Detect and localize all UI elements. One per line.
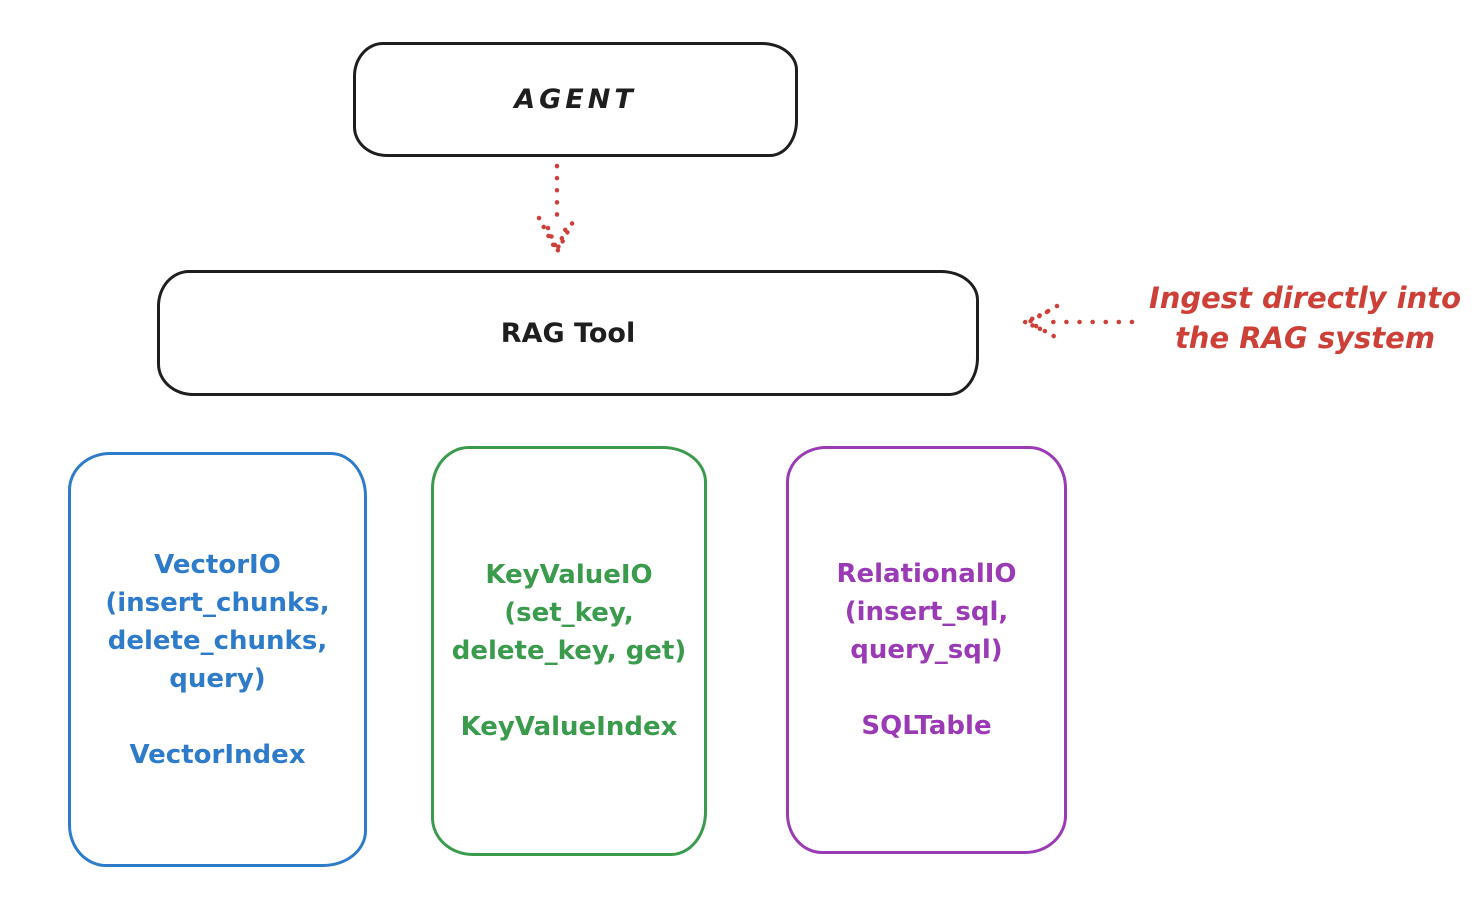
rag-tool-node: RAG Tool <box>157 270 979 396</box>
keyvalue-io-index-label: KeyValueIndex <box>460 712 678 742</box>
rag-tool-node-label: RAG Tool <box>500 317 636 349</box>
dotted-down-arrow-icon <box>536 163 578 255</box>
vector-io-methods-line1: (insert_chunks, <box>105 587 330 618</box>
ingest-annotation: Ingest directly into the RAG system <box>1130 278 1480 358</box>
vector-io-node-text: VectorIO (insert_chunks, delete_chunks, … <box>105 546 329 774</box>
keyvalue-io-methods-line1: (set_key, <box>504 598 634 628</box>
keyvalue-io-node: KeyValueIO (set_key, delete_key, get) Ke… <box>431 446 707 856</box>
keyvalue-io-title: KeyValueIO <box>485 560 653 590</box>
keyvalue-io-methods-line2: delete_key, get) <box>451 636 687 666</box>
relational-io-title: RelationalIO <box>836 559 1017 589</box>
vector-io-node: VectorIO (insert_chunks, delete_chunks, … <box>68 452 367 867</box>
relational-io-methods-line2: query_sql) <box>850 635 1003 665</box>
relational-io-node: RelationalIO (insert_sql, query_sql) SQL… <box>786 446 1067 854</box>
relational-io-spacer <box>836 669 1016 707</box>
vector-io-index-label: VectorIndex <box>129 739 306 770</box>
vector-io-title: VectorIO <box>154 549 281 580</box>
relational-io-methods-line1: (insert_sql, <box>844 597 1009 627</box>
relational-io-node-text: RelationalIO (insert_sql, query_sql) SQL… <box>836 555 1016 745</box>
vector-io-methods-line3: query) <box>169 663 266 694</box>
dotted-left-arrow-icon <box>1022 303 1135 341</box>
relational-io-table-label: SQLTable <box>861 711 992 741</box>
vector-io-spacer <box>105 698 329 736</box>
vector-io-methods-line2: delete_chunks, <box>107 625 328 656</box>
keyvalue-io-spacer <box>452 670 687 708</box>
ingest-annotation-line2: the RAG system <box>1174 321 1436 355</box>
agent-node-label: AGENT <box>514 84 637 115</box>
keyvalue-io-node-text: KeyValueIO (set_key, delete_key, get) Ke… <box>452 556 687 746</box>
ingest-annotation-line1: Ingest directly into <box>1148 281 1462 315</box>
agent-node: AGENT <box>353 42 798 157</box>
